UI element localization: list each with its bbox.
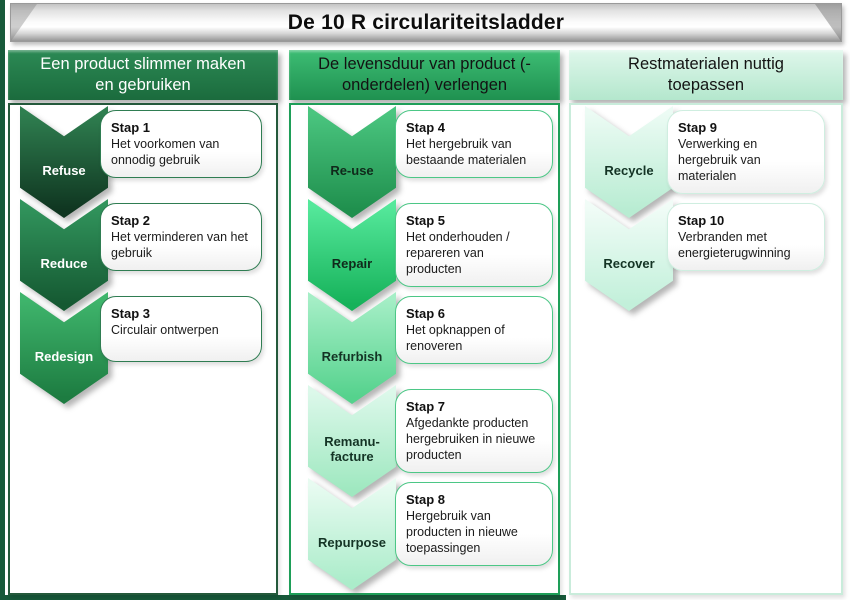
step-description: Afgedankte producten hergebruiken in nie…: [406, 416, 536, 462]
step-box-3: Stap 3 Circulair ontwerpen: [100, 296, 262, 362]
column-header: Restmaterialen nuttig toepassen: [569, 50, 843, 100]
chevron-refurbish: Refurbish: [308, 292, 396, 404]
step-box-4: Stap 4 Het hergebruik van bestaande mate…: [395, 110, 553, 178]
step-box-7: Stap 7 Afgedankte producten hergebruiken…: [395, 389, 553, 473]
step-title: Stap 4: [406, 120, 446, 135]
chevron-repair: Repair: [308, 199, 396, 311]
step-description: Het verminderen van het gebruik: [111, 230, 248, 260]
step-title: Stap 1: [111, 120, 151, 135]
step-title: Stap 9: [678, 120, 718, 135]
banner-bevel-right: [815, 4, 841, 41]
step-description: Circulair ontwerpen: [111, 323, 219, 337]
chevron-shape: Recover: [585, 199, 673, 311]
chevron-label: Recover: [603, 255, 655, 271]
step-title: Stap 2: [111, 213, 151, 228]
step-title: Stap 8: [406, 492, 446, 507]
chevron-redesign: Redesign: [20, 292, 108, 404]
step-box-9: Stap 9 Verwerking en hergebruik van mate…: [667, 110, 825, 194]
step-description: Het onderhouden / repareren van producte…: [406, 230, 510, 276]
step-title: Stap 5: [406, 213, 446, 228]
chevron-re-use: Re-use: [308, 106, 396, 218]
chevron-label: Refurbish: [321, 348, 383, 364]
step-box-2: Stap 2 Het verminderen van het gebruik: [100, 203, 262, 271]
step-box-1: Stap 1 Het voorkomen van onnodig gebruik: [100, 110, 262, 178]
page-title: De 10 R circulariteitsladder: [287, 10, 565, 34]
chevron-label: Recycle: [604, 162, 654, 178]
column-smarter-product: Een product slimmer maken en gebruiken R…: [8, 50, 278, 595]
title-banner: De 10 R circulariteitsladder: [10, 3, 842, 42]
chevron-repurpose: Repurpose: [308, 478, 396, 590]
chevron-reduce: Reduce: [20, 199, 108, 311]
step-description: Hergebruik van producten in nieuwe toepa…: [406, 509, 518, 555]
chevron-recover: Recover: [585, 199, 673, 311]
step-box-8: Stap 8 Hergebruik van producten in nieuw…: [395, 482, 553, 566]
chevron-label: Repurpose: [318, 534, 386, 550]
slide-border-left: [0, 0, 5, 600]
column-residual-materials: Restmaterialen nuttig toepassen Recycle …: [569, 50, 843, 595]
step-description: Verbranden met energieterugwinning: [678, 230, 791, 260]
chevron-label: Redesign: [34, 348, 94, 364]
step-description: Het hergebruik van bestaande materialen: [406, 137, 527, 167]
step-title: Stap 7: [406, 399, 446, 414]
column-extend-lifetime: De levensduur van product (-onderdelen) …: [289, 50, 560, 595]
chevron-label: Re-use: [330, 162, 374, 178]
column-header: Een product slimmer maken en gebruiken: [8, 50, 278, 100]
chevron-label: Repair: [331, 255, 373, 271]
column-header: De levensduur van product (-onderdelen) …: [289, 50, 560, 100]
step-title: Stap 3: [111, 306, 151, 321]
step-description: Verwerking en hergebruik van materialen: [678, 137, 761, 183]
chevron-label: Refuse: [42, 162, 86, 178]
step-description: Het opknappen of renoveren: [406, 323, 505, 353]
chevron-label: Remanu- facture: [324, 434, 380, 464]
chevron-shape: Redesign: [20, 292, 108, 404]
chevron-refuse: Refuse: [20, 106, 108, 218]
step-title: Stap 6: [406, 306, 446, 321]
step-box-10: Stap 10 Verbranden met energieterugwinni…: [667, 203, 825, 271]
chevron-shape: Repurpose: [308, 478, 396, 590]
slide-border-bottom: [0, 595, 566, 600]
step-box-6: Stap 6 Het opknappen of renoveren: [395, 296, 553, 364]
banner-bevel-left: [11, 4, 37, 41]
step-title: Stap 10: [678, 213, 725, 228]
step-box-5: Stap 5 Het onderhouden / repareren van p…: [395, 203, 553, 287]
chevron-recycle: Recycle: [585, 106, 673, 218]
chevron-label: Reduce: [40, 255, 88, 271]
step-description: Het voorkomen van onnodig gebruik: [111, 137, 220, 167]
chevron-remanufacture: Remanu- facture: [308, 385, 396, 497]
